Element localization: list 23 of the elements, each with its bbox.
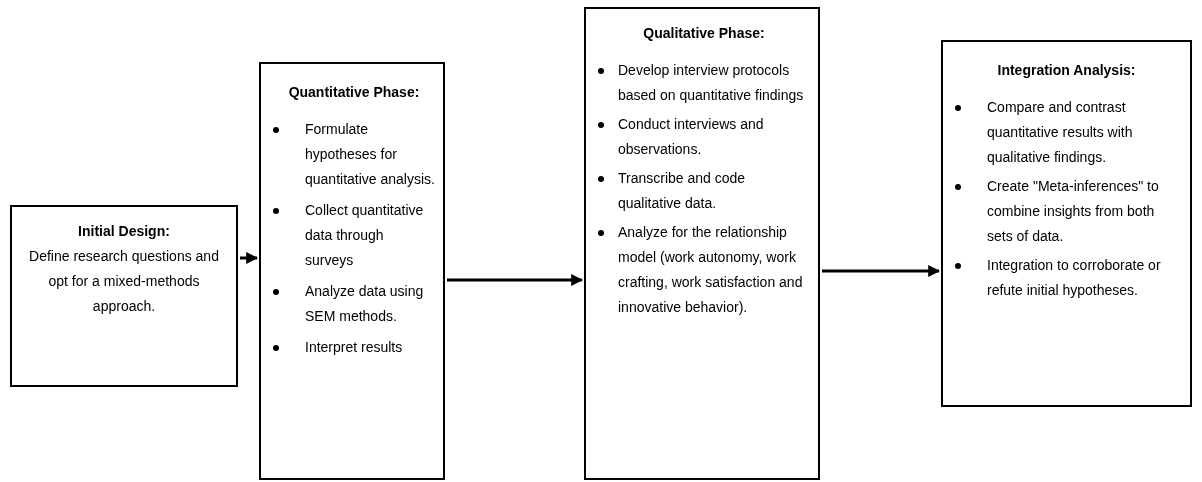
bullet-text: Conduct interviews and observations. bbox=[618, 115, 765, 159]
box-heading: Initial Design: bbox=[77, 222, 171, 241]
box-heading: Qualitative Phase: bbox=[642, 24, 766, 43]
arrow bbox=[447, 274, 584, 286]
bullet-text: Integration to corroborate or refute initial hypotheses. bbox=[987, 256, 1162, 300]
arrow bbox=[240, 252, 259, 264]
bullet-text: Interpret results bbox=[305, 338, 403, 357]
bullet-text: Collect quantitative data through surveys bbox=[305, 201, 425, 270]
arrow bbox=[822, 265, 941, 277]
bullet-text: Analyze data using SEM methods. bbox=[305, 282, 425, 326]
process-box bbox=[941, 40, 1192, 407]
bullet-text: Transcribe and code qualitative data. bbox=[618, 169, 747, 213]
bullet-text: Compare and contrast quantitative results with qualitative findings. bbox=[987, 98, 1134, 167]
bullet-text: Analyze for the relationship model (work autonomy, work crafting, work satisfaction and innovative behavior). bbox=[618, 223, 804, 317]
box-heading: Integration Analysis: bbox=[996, 61, 1137, 80]
box-heading: Quantitative Phase: bbox=[287, 83, 421, 102]
process-box bbox=[10, 205, 238, 387]
bullet-text: Formulate hypotheses for quantitative analysis. bbox=[305, 120, 435, 189]
process-box bbox=[584, 7, 820, 480]
bullet-text: Develop interview protocols based on quantitative findings bbox=[618, 61, 805, 105]
bullet-text: Create "Meta-inferences" to combine insights from both sets of data. bbox=[987, 177, 1160, 246]
process-box bbox=[259, 62, 445, 480]
box-text: Define research questions and opt for a mixed-methods approach. bbox=[28, 247, 220, 316]
